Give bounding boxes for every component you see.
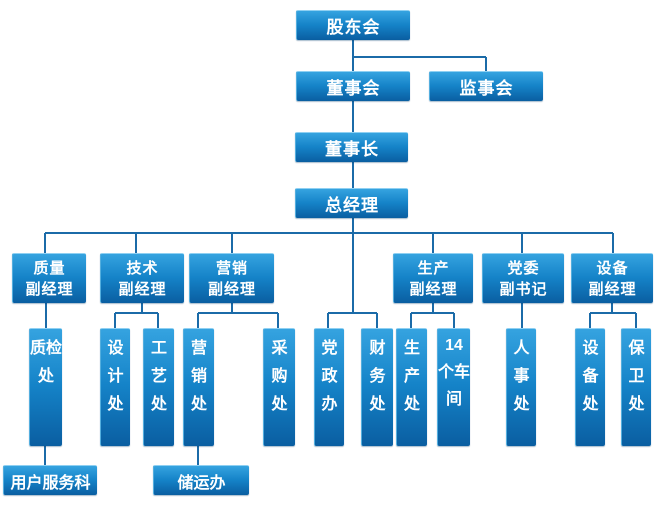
node-dept-procurement: 采购处	[263, 328, 295, 446]
deputy-label-line1: 党委	[507, 259, 540, 277]
deputy-label-line1: 设备	[596, 259, 629, 277]
node-deputy-quality: 质量 副经理	[12, 253, 86, 303]
node-dept-personnel: 人事处	[506, 328, 536, 446]
node-deputy-technology: 技术 副经理	[100, 253, 184, 303]
node-dept-design: 设计处	[100, 328, 130, 446]
node-supervisory: 监事会	[429, 71, 543, 101]
node-user-service: 用户服务科	[3, 465, 97, 495]
deputy-label-line1: 营销	[215, 259, 248, 277]
deputy-label-line2: 副经理	[207, 280, 256, 298]
node-storage-transport: 储运办	[153, 465, 249, 495]
deputy-label-line2: 副经理	[409, 280, 458, 298]
node-deputy-party: 党委 副书记	[482, 253, 564, 303]
node-dept-workshops: 14个车间	[437, 328, 470, 446]
deputy-label-line2: 副经理	[25, 280, 74, 298]
node-dept-party-office: 党政办	[314, 328, 344, 446]
node-deputy-equipment: 设备 副经理	[571, 253, 653, 303]
node-chairman: 董事长	[295, 132, 408, 162]
deputy-label-line2: 副书记	[499, 280, 548, 298]
node-shareholders: 股东会	[296, 10, 410, 40]
node-dept-finance: 财务处	[361, 328, 393, 446]
node-general-manager: 总经理	[295, 188, 408, 218]
node-dept-equipment: 设备处	[575, 328, 605, 446]
node-dept-process: 工艺处	[143, 328, 174, 446]
node-deputy-marketing: 营销 副经理	[189, 253, 274, 303]
node-dept-quality-inspection: 质检处	[29, 328, 62, 446]
node-dept-marketing: 营销处	[183, 328, 214, 446]
deputy-label-line1: 技术	[126, 259, 159, 277]
node-deputy-production: 生产 副经理	[393, 253, 473, 303]
deputy-label-line1: 生产	[417, 259, 450, 277]
node-dept-security: 保卫处	[621, 328, 651, 446]
node-dept-production: 生产处	[396, 328, 427, 446]
deputy-label-line2: 副经理	[588, 280, 637, 298]
node-board: 董事会	[296, 71, 410, 101]
deputy-label-line1: 质量	[33, 259, 66, 277]
deputy-label-line2: 副经理	[118, 280, 167, 298]
